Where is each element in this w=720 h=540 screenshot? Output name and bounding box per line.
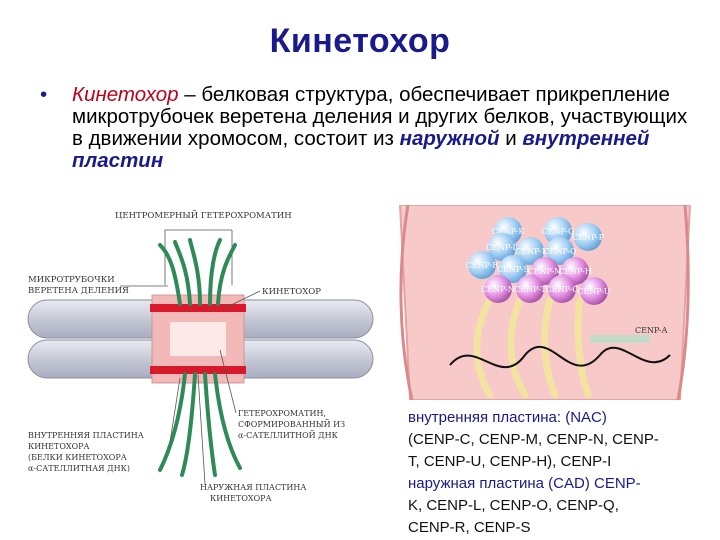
definition-text: Кинетохор – белковая структура, обеспечи… [72, 84, 690, 172]
legend-line-4: наружная пластина (CAD) CENP- [408, 475, 641, 492]
legend-line-2: (CENP-C, CENP-M, CENP-N, CENP- [408, 431, 659, 448]
label-outer-plate-1: НАРУЖНАЯ ПЛАСТИНА [200, 483, 306, 492]
definition-body-1: – белковая структура, обеспечивает прикр… [72, 83, 688, 150]
label-kinetochore: КИНЕТОХОР [262, 287, 321, 297]
label-inner-plate-2: КИНЕТОХОРА [28, 442, 90, 451]
label-hetero-formed-3: α-САТЕЛЛИТНОЙ ДНК [238, 431, 339, 440]
legend-line-5: K, CENP-L, CENP-O, CENP-Q, [408, 497, 619, 514]
term-kinetochore: Кинетохор [72, 83, 179, 106]
protein-cenp-p: CENP-P [572, 233, 605, 242]
protein-cenp-l: CENP-L [486, 243, 519, 252]
label-hetero-formed-1: ГЕТЕРОХРОМАТИН, [238, 409, 326, 418]
protein-cenp-o: CENP-O [543, 247, 577, 256]
label-heterochromatin: ЦЕНТРОМЕРНЫЙ ГЕТЕРОХРОМАТИН [115, 209, 292, 221]
dna-strands [473, 296, 592, 399]
label-inner-plate-3: (БЕЛКИ КИНЕТОХОРА [28, 453, 127, 462]
protein-cenp-a: CENP-A [635, 326, 668, 335]
protein-cenp-t: CENP-T [514, 285, 546, 294]
definition-body-2: и [499, 127, 523, 150]
label-outer-plate-2: КИНЕТОХОРА [210, 494, 272, 503]
cenp-complex-diagram: CENP-A CENP-K CENP-Q CENP-P CENP-L CENP-… [390, 205, 700, 400]
protein-cenp-n: CENP-N [481, 285, 515, 294]
protein-cenp-r: CENP-R [466, 261, 500, 270]
protein-cenp-i: CENP-I [515, 247, 545, 256]
protein-cenp-u: CENP-U [577, 287, 611, 296]
label-inner-plate-4: α-САТЕЛЛИТНАЯ ДНК) [28, 464, 130, 473]
legend-line-6: CENP-R, CENP-S [408, 519, 531, 536]
slide-title: Кинетохор [269, 22, 451, 60]
protein-cenp-s: CENP-S [497, 265, 529, 274]
legend-line-1: внутренняя пластина: (NAC) [408, 409, 607, 426]
protein-cluster: CENP-K CENP-Q CENP-P CENP-L CENP-I CENP-… [466, 217, 611, 305]
protein-cenp-k: CENP-K [492, 227, 526, 236]
chromosome-diagram: ЦЕНТРОМЕРНЫЙ ГЕТЕРОХРОМАТИН МИКРОТРУБОЧК… [27, 209, 374, 503]
protein-cenp-m: CENP-M [528, 267, 563, 276]
protein-cenp-c: CENP-C [546, 285, 579, 294]
protein-cenp-q: CENP-Q [541, 227, 575, 236]
microtubules [158, 238, 242, 477]
label-microtubules-1: МИКРОТРУБОЧКИ [28, 275, 115, 285]
label-hetero-formed-2: СФОРМИРОВАННЫЙ ИЗ [238, 420, 345, 429]
plate-legend: внутренняя пластина: (NAC) (CENP-C, CENP… [408, 407, 708, 539]
definition-bullet: • Кинетохор – белковая структура, обеспе… [40, 84, 690, 172]
bullet-dot: • [40, 83, 48, 106]
term-outer: наружной [399, 127, 500, 150]
legend-line-3: T, CENP-U, CENP-H), CENP-I [408, 453, 612, 470]
term-inner: внутренней пластин [72, 127, 650, 172]
protein-cenp-h: CENP-H [558, 267, 592, 276]
label-inner-plate-1: ВНУТРЕННЯЯ ПЛАСТИНА [28, 431, 144, 440]
label-microtubules-2: ВЕРЕТЕНА ДЕЛЕНИЯ [28, 286, 129, 296]
